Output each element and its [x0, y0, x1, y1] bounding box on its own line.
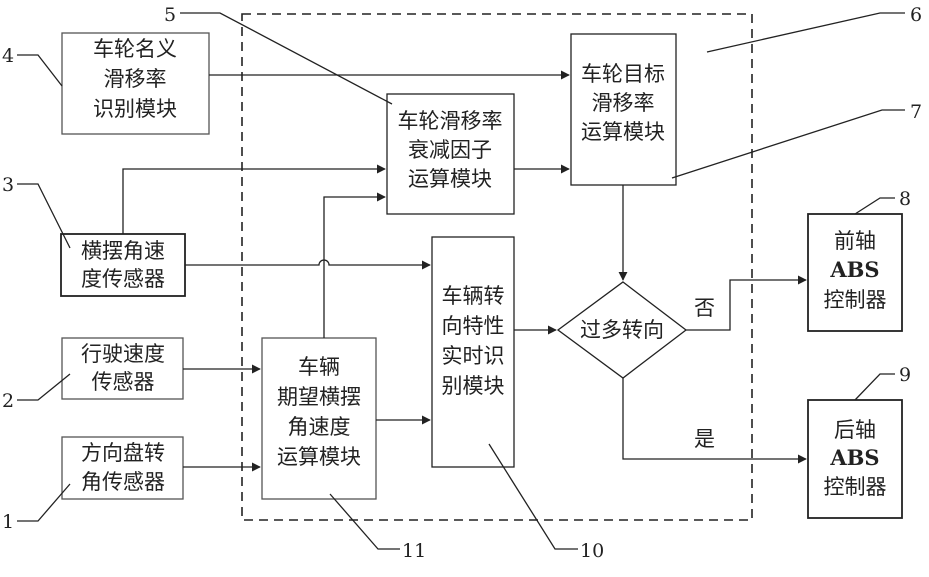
module-line: 实时识	[442, 344, 505, 368]
leader-7	[672, 110, 905, 178]
front-abs-module: 前轴 ABS 控制器	[808, 214, 902, 331]
ref-number: 9	[899, 364, 911, 386]
module-line: 行驶速度	[81, 342, 165, 366]
leader-6	[707, 13, 905, 52]
leader-5	[180, 13, 392, 104]
module-line: 方向盘转	[81, 441, 165, 465]
module-line: 车轮目标	[581, 62, 665, 86]
ref-number: 4	[2, 45, 14, 67]
oversteer-decision: 过多转向	[558, 282, 686, 378]
module-line: 车轮名义	[93, 37, 177, 61]
ref-number: 10	[580, 540, 604, 562]
expected-yaw-module: 车辆 期望横摆 角速度 运算模块	[262, 338, 376, 499]
module-line: 控制器	[824, 288, 887, 312]
module-line: 横摆角速	[81, 239, 165, 263]
target-slip-module: 车轮目标 滑移率 运算模块	[571, 34, 676, 185]
module-line: 控制器	[824, 475, 887, 499]
module-line: 别模块	[442, 374, 505, 398]
ref-number: 8	[899, 188, 911, 210]
module-line: 滑移率	[104, 67, 167, 91]
module-line: 向特性	[442, 314, 505, 338]
module-line: 期望横摆	[277, 385, 361, 409]
module-line: 识别模块	[93, 97, 177, 121]
arrow-expected-to-decay	[324, 197, 385, 338]
ref-number: 2	[2, 390, 14, 412]
slip-decay-module: 车轮滑移率 衰减因子 运算模块	[387, 94, 514, 214]
rear-abs-module: 后轴 ABS 控制器	[808, 400, 902, 518]
leader-8	[855, 198, 895, 214]
ref-number: 6	[910, 4, 922, 26]
leader-4	[17, 55, 62, 86]
yes-branch-label: 是	[694, 427, 715, 451]
leader-11	[330, 494, 400, 549]
ref-number: 5	[164, 4, 176, 26]
module-line: 滑移率	[592, 91, 655, 115]
speed-sensor-module: 行驶速度 传感器	[62, 338, 183, 399]
ref-number: 1	[2, 511, 14, 533]
ref-number: 3	[2, 174, 14, 196]
ref-number: 7	[910, 101, 922, 123]
module-line: 角速度	[288, 415, 351, 439]
module-line: 车轮滑移率	[398, 109, 503, 133]
arrow-yaw-to-decay	[123, 169, 385, 234]
module-line: 运算模块	[277, 445, 361, 469]
module-line: 衰减因子	[408, 138, 492, 162]
arrow-yaw-to-steering-id	[185, 260, 430, 265]
module-line: ABS	[829, 257, 879, 282]
module-line: 运算模块	[581, 120, 665, 144]
module-line: 车辆转	[442, 284, 505, 308]
module-line: 度传感器	[81, 267, 165, 291]
yaw-sensor-module: 横摆角速 度传感器	[61, 234, 185, 296]
module-line: 角传感器	[81, 470, 165, 494]
ref-number: 11	[402, 540, 426, 562]
steering-id-module: 车辆转 向特性 实时识 别模块	[432, 237, 514, 467]
decision-label: 过多转向	[580, 318, 664, 342]
module-line: 后轴	[834, 418, 876, 442]
steer-sensor-module: 方向盘转 角传感器	[62, 437, 183, 499]
nominal-slip-module: 车轮名义 滑移率 识别模块	[62, 33, 209, 134]
module-line: 传感器	[92, 370, 155, 394]
module-line: 前轴	[834, 229, 876, 253]
module-line: 运算模块	[408, 167, 492, 191]
no-branch-label: 否	[694, 296, 715, 320]
module-line: ABS	[829, 445, 879, 470]
leader-9	[855, 374, 895, 400]
module-line: 车辆	[298, 355, 340, 379]
